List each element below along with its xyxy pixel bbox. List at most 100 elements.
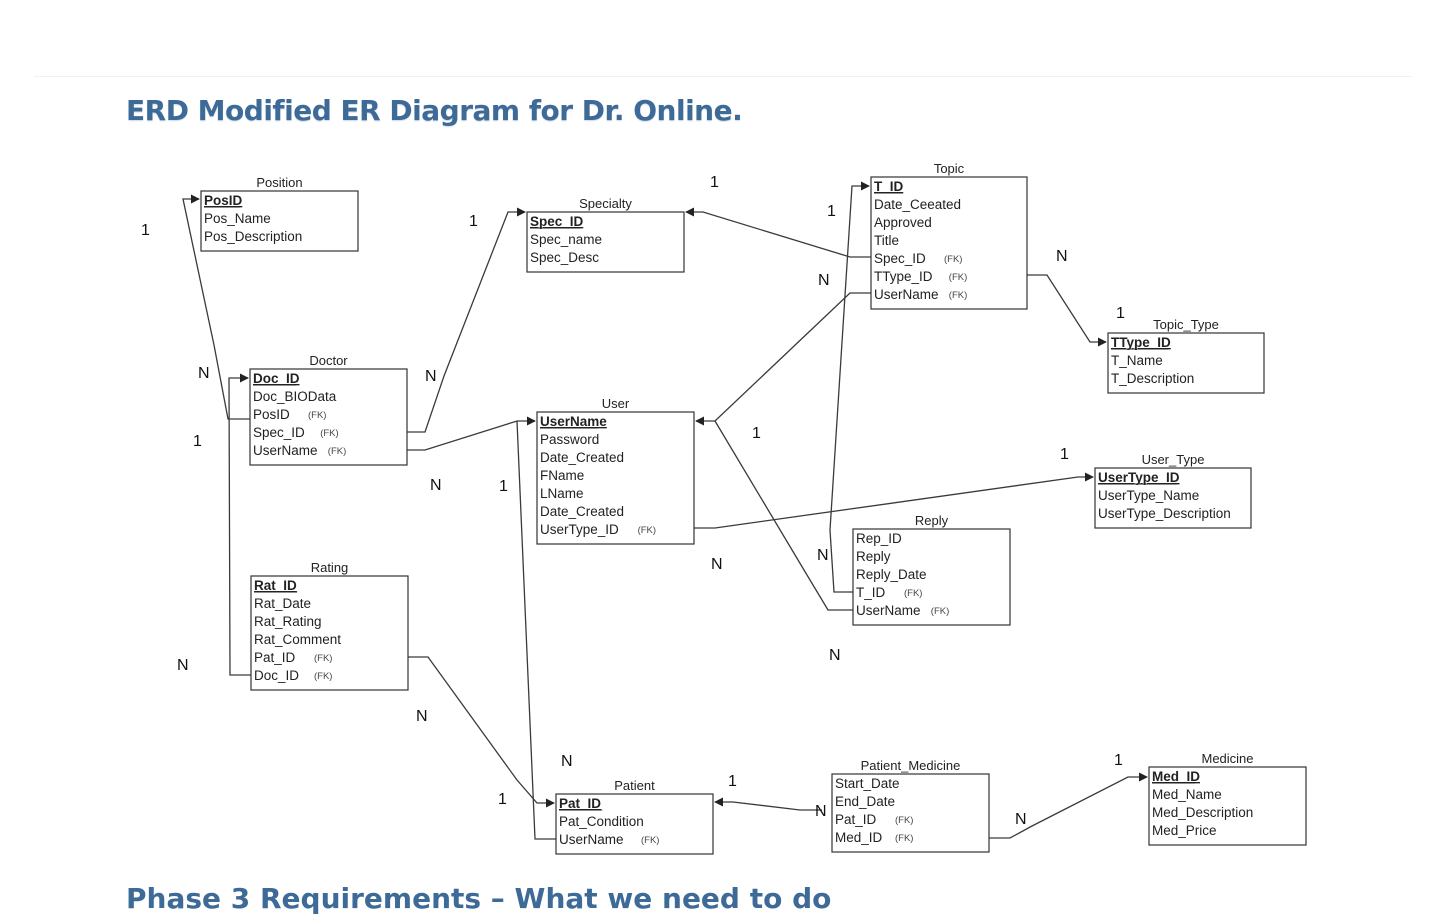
entity-title: Topic_Type: [1153, 317, 1219, 332]
entity-title: Patient_Medicine: [861, 758, 961, 773]
cardinality-one-doctor-position: 1: [141, 222, 150, 239]
relationship-line-reply-topic: [829, 181, 870, 593]
primary-key-attribute: UserName: [540, 414, 607, 429]
relationship-line-user-user-type: [694, 472, 1094, 529]
cardinality-one-patient-medicine-medicine: 1: [1114, 752, 1123, 769]
entity-box: [526, 211, 685, 273]
entity-box: [200, 190, 359, 252]
cardinality-one-rating-doctor: 1: [193, 433, 202, 450]
cardinality-many-rating-doctor: N: [177, 657, 189, 674]
primary-key-attribute: Rat_ID: [254, 578, 297, 593]
relationship-line-patient-medicine-patient: [714, 797, 822, 811]
cardinality-many-reply-user: N: [817, 547, 829, 564]
entity-attribute: UserType_Name: [1098, 488, 1199, 503]
entity-attribute: Date_Created: [540, 450, 624, 465]
entity-box: [1094, 467, 1252, 529]
entity-doctor: DoctorDoc_IDDoc_BIODataPosID(FK)Spec_ID(…: [249, 353, 408, 466]
entity-attribute: Pos_Description: [204, 229, 302, 244]
entity-attribute: Approved: [874, 215, 932, 230]
entity-attribute: End_Date: [835, 794, 895, 809]
fk-marker: (FK): [314, 653, 332, 664]
entity-reply: ReplyRep_IDReplyReply_DateT_ID(FK)UserNa…: [852, 513, 1011, 626]
fk-marker: (FK): [931, 606, 949, 617]
primary-key-attribute: TType_ID: [1111, 335, 1171, 350]
entity-title: Specialty: [579, 196, 632, 211]
entity-attribute: Reply_Date: [856, 567, 927, 582]
relationship-line-topic-user: [695, 292, 871, 426]
entity-user: UserUserNamePasswordDate_CreatedFNameLNa…: [536, 396, 695, 545]
cardinality-one-doctor-specialty: 1: [469, 213, 478, 230]
cardinality-one-topic-topic-type: 1: [1116, 305, 1125, 322]
entity-attribute: Doc_BIOData: [253, 389, 337, 404]
entity-attribute: T_Name: [1111, 353, 1163, 368]
entity-attribute: Password: [540, 432, 599, 447]
cardinality-one-doctor-user: 1: [499, 478, 508, 495]
entity-attribute: Pat_Condition: [559, 814, 644, 829]
entity-medicine: MedicineMed_IDMed_NameMed_DescriptionMed…: [1148, 751, 1307, 846]
entity-attribute: UserType_Description: [1098, 506, 1231, 521]
fk-marker: (FK): [641, 835, 659, 846]
entity-attribute: Date_Created: [540, 504, 624, 519]
entity-title: Patient: [614, 778, 655, 793]
page-title: ERD Modified ER Diagram for Dr. Online.: [126, 94, 743, 127]
entity-attribute: FName: [540, 468, 584, 483]
cardinality-many-patient-medicine-medicine: N: [1015, 811, 1027, 828]
entity-topic: TopicT_IDDate_CeeatedApprovedTitleSpec_I…: [870, 161, 1028, 310]
entity-attribute: Spec_name: [530, 232, 602, 247]
cardinality-many-doctor-specialty: N: [425, 368, 437, 385]
fk-marker: (FK): [314, 671, 332, 682]
entity-attribute: Rat_Date: [254, 596, 311, 611]
primary-key-attribute: UserType_ID: [1098, 470, 1180, 485]
entity-box: [1148, 766, 1307, 846]
relationship-line-doctor-user: [407, 416, 536, 451]
cardinality-many-topic-user: N: [711, 556, 723, 573]
cardinality-one-topic-user: 1: [752, 425, 761, 442]
cardinality-one-topic-specialty: 1: [710, 174, 719, 191]
fk-marker: (FK): [904, 588, 922, 599]
entity-box: [870, 176, 1028, 310]
entity-title: Reply: [915, 513, 949, 528]
cardinality-one-patient-medicine-patient: 1: [728, 773, 737, 790]
entity-attribute: Med_Description: [1152, 805, 1253, 820]
entity-patient_medicine: Patient_MedicineStart_DateEnd_DatePat_ID…: [831, 758, 990, 853]
entity-attribute: Reply: [856, 549, 891, 564]
entity-title: Medicine: [1201, 751, 1253, 766]
primary-key-attribute: T_ID: [874, 179, 904, 194]
entity-attribute: Rat_Rating: [254, 614, 322, 629]
entity-box: [852, 528, 1011, 626]
entity-attribute: Rat_Comment: [254, 632, 341, 647]
entity-attribute: LName: [540, 486, 584, 501]
entity-title: User_Type: [1142, 452, 1205, 467]
cardinality-many-reply-topic: N: [829, 647, 841, 664]
relationship-line-patient-user: [516, 420, 556, 840]
primary-key-attribute: Med_ID: [1152, 769, 1200, 784]
primary-key-attribute: PosID: [204, 193, 243, 208]
next-section-heading: Phase 3 Requirements – What we need to d…: [126, 882, 832, 915]
relationship-line-rating-doctor: [228, 373, 251, 676]
cardinality-many-topic-topic-type: N: [1056, 248, 1068, 265]
fk-marker: (FK): [308, 410, 326, 421]
relationship-line-patient-medicine-medicine: [989, 772, 1148, 839]
primary-key-attribute: Doc_ID: [253, 371, 300, 386]
entity-box: [250, 575, 409, 691]
entities: PositionPosIDPos_NamePos_DescriptionSpec…: [200, 161, 1307, 855]
entity-attribute: T_Description: [1111, 371, 1194, 386]
entity-attribute: Pat_ID: [254, 650, 296, 665]
relationship-line-topic-topic-type: [1027, 274, 1107, 347]
entity-attribute: Title: [874, 233, 899, 248]
cardinality-many-topic-specialty: N: [818, 272, 830, 289]
entity-title: Topic: [934, 161, 965, 176]
entity-attribute: Med_ID: [835, 830, 883, 845]
entity-attribute: Pat_ID: [835, 812, 877, 827]
entity-attribute: UserName: [856, 603, 921, 618]
fk-marker: (FK): [638, 525, 656, 536]
entity-box: [555, 793, 714, 855]
entity-attribute: Start_Date: [835, 776, 900, 791]
entity-attribute: Doc_ID: [254, 668, 299, 683]
primary-key-attribute: Pat_ID: [559, 796, 601, 811]
